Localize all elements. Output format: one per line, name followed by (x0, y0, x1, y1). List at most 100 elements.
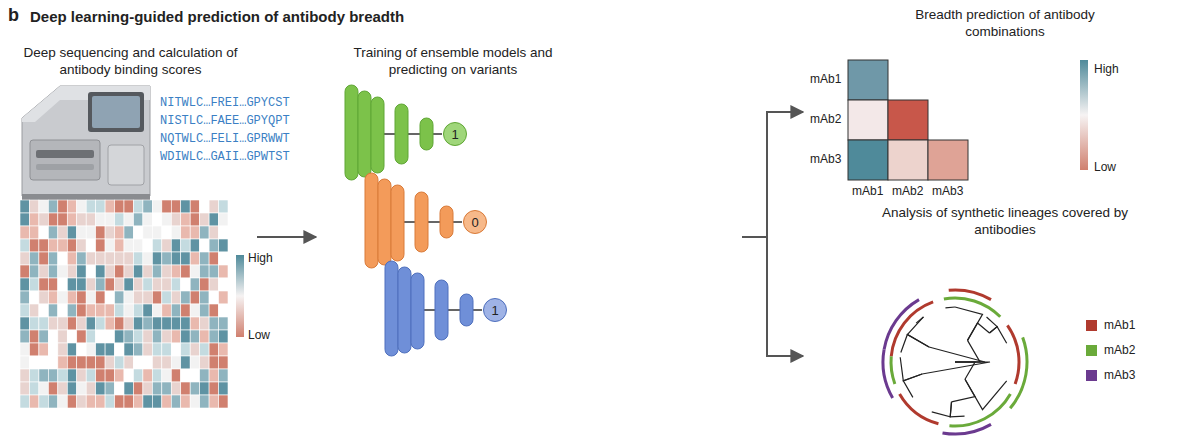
heatmap-cell (133, 382, 142, 395)
color-bar-label: High (1094, 62, 1119, 76)
heatmap-cell (162, 213, 171, 226)
tree-branch (929, 347, 985, 362)
panel-heading: Analysis of synthetic lineages covered b… (880, 204, 1130, 238)
heatmap-cell (171, 252, 180, 265)
heatmap-cell (67, 278, 76, 291)
heatmap-cell (58, 213, 67, 226)
heatmap-cell (96, 369, 105, 382)
network-layer (391, 185, 404, 261)
heatmap-cell (86, 304, 95, 317)
heatmap-cell (152, 278, 161, 291)
heatmap-cell (86, 265, 95, 278)
heatmap-cell (143, 356, 152, 369)
heatmap-cell (67, 317, 76, 330)
heatmap-cell (124, 395, 133, 408)
heatmap-cell (219, 304, 228, 317)
heatmap-cell (190, 213, 199, 226)
heatmap-cell (48, 304, 57, 317)
heatmap-cell (152, 330, 161, 343)
heatmap-cell (209, 369, 218, 382)
heatmap-cell (77, 382, 86, 395)
heatmap-cell (115, 395, 124, 408)
heatmap-cell (39, 239, 48, 252)
heatmap-cell (181, 395, 190, 408)
heatmap-cell (105, 395, 114, 408)
heatmap-cell (115, 265, 124, 278)
heatmap-cell (77, 369, 86, 382)
color-bar (236, 255, 244, 337)
column-label: mAb1 (852, 184, 883, 198)
heatmap-cell (152, 252, 161, 265)
heatmap-cell (181, 265, 190, 278)
heatmap-cell (67, 369, 76, 382)
heatmap-cell (219, 291, 228, 304)
heatmap-cell (152, 200, 161, 213)
heatmap-cell (152, 291, 161, 304)
heatmap-cell (58, 239, 67, 252)
heatmap-cell (209, 395, 218, 408)
heatmap-cell (67, 330, 76, 343)
heatmap-cell (200, 265, 209, 278)
panel-heading: Deep sequencing and calculation of antib… (18, 44, 243, 78)
heatmap-cell (105, 291, 114, 304)
heatmap-cell (133, 369, 142, 382)
heatmap-cell (115, 226, 124, 239)
heatmap-cell (86, 382, 95, 395)
heatmap-cell (171, 304, 180, 317)
color-bar-label: Low (1094, 160, 1116, 174)
tree-branch (900, 357, 922, 381)
heatmap-cell (77, 278, 86, 291)
network-layer (435, 280, 448, 340)
heatmap-cell (143, 200, 152, 213)
heatmap-cell (77, 265, 86, 278)
heatmap-cell (48, 213, 57, 226)
heatmap-cell (96, 304, 105, 317)
tree-branch (987, 317, 998, 333)
heatmap-cell (200, 278, 209, 291)
coverage-arc (942, 424, 991, 434)
heatmap-cell (171, 317, 180, 330)
heatmap-cell (58, 252, 67, 265)
heatmap-cell (67, 200, 76, 213)
heatmap-cell (48, 252, 57, 265)
heatmap-cell (181, 239, 190, 252)
heatmap-cell (181, 304, 190, 317)
heatmap-cell (67, 213, 76, 226)
heatmap-cell (190, 382, 199, 395)
heatmap-cell (20, 200, 29, 213)
heatmap-cell (219, 200, 228, 213)
heatmap-cell (219, 317, 228, 330)
heatmap-cell (29, 317, 38, 330)
heatmap-cell (77, 330, 86, 343)
heatmap-cell (86, 343, 95, 356)
heatmap-cell (29, 213, 38, 226)
heatmap-cell (115, 291, 124, 304)
heatmap-cell (48, 226, 57, 239)
heatmap-cell (219, 343, 228, 356)
heatmap-cell (58, 291, 67, 304)
heatmap-cell (48, 356, 57, 369)
heatmap-cell (124, 369, 133, 382)
coverage-arc (900, 394, 939, 424)
heatmap-cell (209, 382, 218, 395)
network-layer (385, 261, 398, 356)
heatmap-cell (48, 395, 57, 408)
heatmap-cell (86, 200, 95, 213)
heatmap-cell (105, 213, 114, 226)
heatmap-cell (48, 382, 57, 395)
coverage-arc (1010, 337, 1027, 408)
heatmap-cell (124, 291, 133, 304)
heatmap-cell (39, 356, 48, 369)
heatmap-cell (171, 395, 180, 408)
heatmap-cell (219, 330, 228, 343)
heatmap-cell (143, 291, 152, 304)
heatmap-cell (20, 343, 29, 356)
coverage-arc (949, 394, 1010, 426)
heatmap-cell (190, 239, 199, 252)
coverage-arc (891, 302, 933, 357)
tree-branch (950, 402, 964, 417)
heatmap-cell (39, 382, 48, 395)
panel-region: Deep sequencing and calculation of antib… (10, 38, 255, 436)
heatmap-cell (86, 213, 95, 226)
panel-heading: Training of ensemble models and predicti… (328, 44, 578, 78)
